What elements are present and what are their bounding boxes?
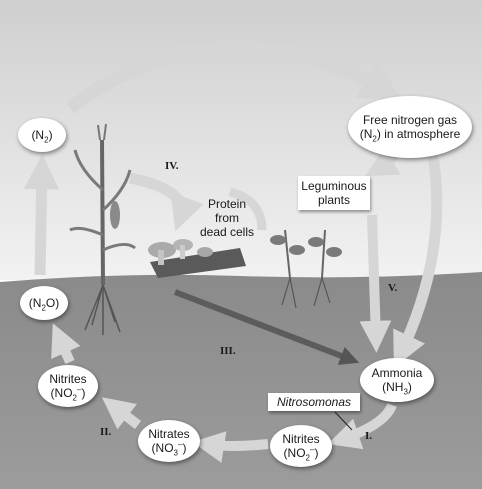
nitrites-right-label: Nitrites (NO2–) — [270, 425, 332, 467]
corn-plant-illustration — [69, 123, 136, 335]
n2o-label: (N2O) — [20, 286, 68, 320]
n2-atmosphere-label: Free nitrogen gas (N2) in atmosphere — [348, 96, 472, 158]
nitrosomonas-pointer — [334, 411, 353, 431]
mushrooms-log-illustration — [148, 239, 246, 278]
nitrites-left-label: Nitrites (NO2–) — [38, 365, 98, 407]
nitrosomonas-label: Nitrosomonas — [268, 393, 360, 411]
arrow-iv — [128, 172, 204, 232]
arrow-atmosphere-return — [66, 40, 403, 114]
arrow-nitrates-to-nitrites — [101, 397, 142, 430]
n2-atmosphere-line2: (N2) in atmosphere — [359, 127, 461, 144]
leguminous-plants-label: Leguminous plants — [298, 176, 370, 210]
nitrates-label: Nitrates (NO3–) — [138, 420, 200, 462]
arrow-ammonia-to-nitrites — [327, 402, 397, 450]
ammonia-label: Ammonia (NH3) — [360, 358, 434, 402]
arrow-nitrites-to-n2o — [51, 323, 81, 365]
arrow-nitrites-to-nitrates — [192, 431, 269, 463]
legume-plants-illustration — [270, 229, 342, 309]
arrow-n2o-to-n2 — [24, 153, 60, 276]
n2-atmosphere-line1: Free nitrogen gas — [362, 113, 458, 127]
step-ii-label: II. — [100, 426, 112, 438]
step-v-label: V. — [388, 282, 398, 294]
n2-label: (N2) — [18, 118, 66, 152]
arrow-atmosphere-to-ammonia — [393, 149, 443, 368]
arrow-iii-decomposition — [173, 289, 360, 365]
step-iv-label: IV. — [165, 160, 179, 172]
protein-label: Protein from dead cells — [199, 197, 255, 239]
arrow-protein-right — [228, 187, 267, 231]
step-i-label: I. — [365, 430, 373, 442]
arrow-legumes-to-ammonia — [359, 214, 392, 353]
step-iii-label: III. — [220, 345, 236, 357]
